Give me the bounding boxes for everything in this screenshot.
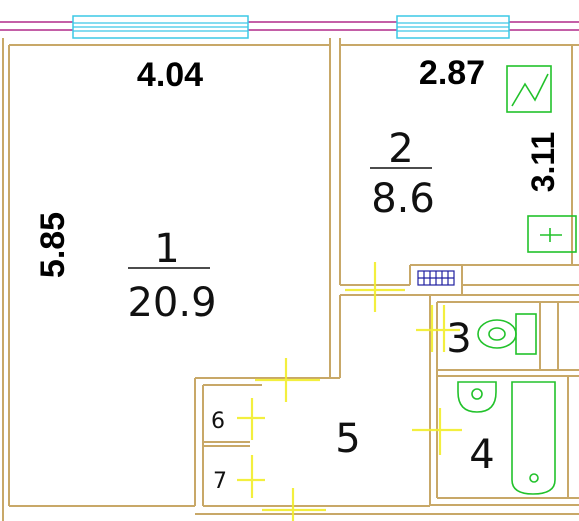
- door-markers: [237, 262, 462, 521]
- window-left: [72, 15, 249, 39]
- stove-icon: [527, 215, 577, 253]
- electrical-panel-icon: [506, 65, 552, 113]
- window-right: [396, 15, 510, 39]
- room1-number: 1: [154, 226, 179, 272]
- room2-area: 8.6: [371, 176, 435, 222]
- room7-number: 7: [213, 469, 227, 494]
- room1-length-label: 5.85: [34, 212, 72, 278]
- room1-area: 20.9: [127, 280, 216, 326]
- room2-length-label: 3.11: [525, 132, 561, 193]
- toilet-icon: [477, 313, 537, 355]
- sink-icon: [457, 381, 497, 413]
- room6-number: 6: [211, 409, 225, 434]
- bathtub-icon: [511, 381, 556, 495]
- room4-number: 4: [469, 432, 494, 478]
- room2-number: 2: [388, 126, 413, 172]
- radiator-grille: [417, 270, 455, 286]
- room1-width-label: 4.04: [137, 56, 203, 94]
- walls: [2, 38, 579, 521]
- room2-width-label: 2.87: [419, 54, 485, 92]
- room3-number: 3: [446, 316, 471, 362]
- room5-number: 5: [335, 416, 360, 462]
